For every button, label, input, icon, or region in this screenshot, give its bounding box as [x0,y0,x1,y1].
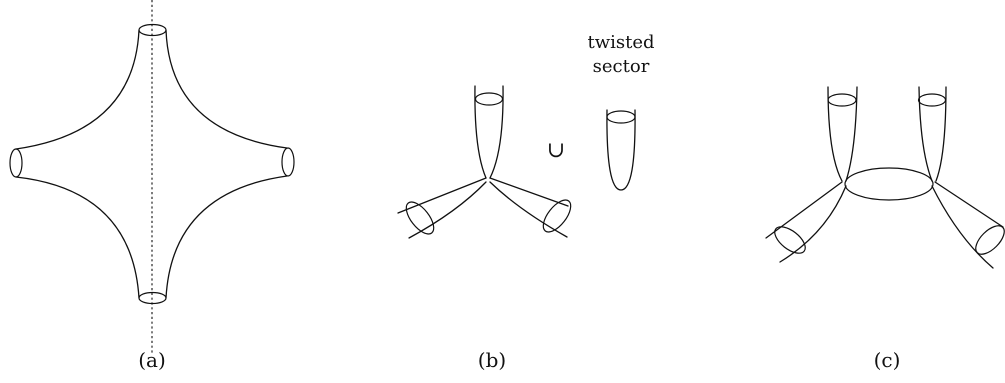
surface-edge-top-right [165,29,288,149]
panel-c-surface [765,86,1005,269]
tube-top-left-inner-edge [845,86,858,182]
boundary-circle-lower-right [975,225,1005,255]
surface-edge-right-bottom [165,175,288,299]
panel-a-label: (a) [138,348,166,372]
panel-b-surface [397,85,572,239]
tube-top-left-outer-edge [827,86,843,182]
twisted-sector-annotation-line2: sector [593,56,650,77]
boundary-circle-lower-right [542,199,572,233]
tube-lower-right-lower-edge [931,185,994,269]
surface-edge-left-top [15,29,140,150]
twisted-sector-annotation-line1: twisted [587,32,654,53]
tube-lower-left-lower-edge [779,185,847,263]
panel-b-label: (b) [478,348,506,372]
twisted-sector-cup [606,109,636,191]
twisted-sector-surface [606,109,636,191]
boundary-circle-lower-left [405,201,435,235]
central-neck-circle [844,167,934,201]
tube-top-right-inner-edge [918,86,933,182]
twisted-sector-boundary-circle [606,110,636,124]
tube-top-left-edge [474,85,487,179]
boundary-circle-right [281,147,295,177]
panel-c-label: (c) [874,348,901,372]
boundary-circle-bottom [138,291,167,305]
boundary-circle-left [9,148,23,178]
tube-top-right-edge [489,85,504,179]
tube-top-right-outer-edge [935,86,947,182]
boundary-circle-lower-left [774,226,806,254]
union-operator: ∪ [547,138,565,163]
tube-right-lower-edge [489,181,568,238]
tube-lower-right-upper-edge [934,181,1004,228]
boundary-circle-top-left [827,93,857,107]
panel-a-surface [9,0,295,355]
boundary-circle-top-right [917,93,947,107]
tube-lower-left-upper-edge [765,181,843,239]
boundary-circle-top [474,92,504,106]
tube-right-upper-edge [489,177,569,207]
surface-edge-bottom-left [15,176,140,299]
tube-left-lower-edge [408,181,487,239]
boundary-circle-top [138,23,167,37]
tube-left-upper-edge [397,177,487,214]
